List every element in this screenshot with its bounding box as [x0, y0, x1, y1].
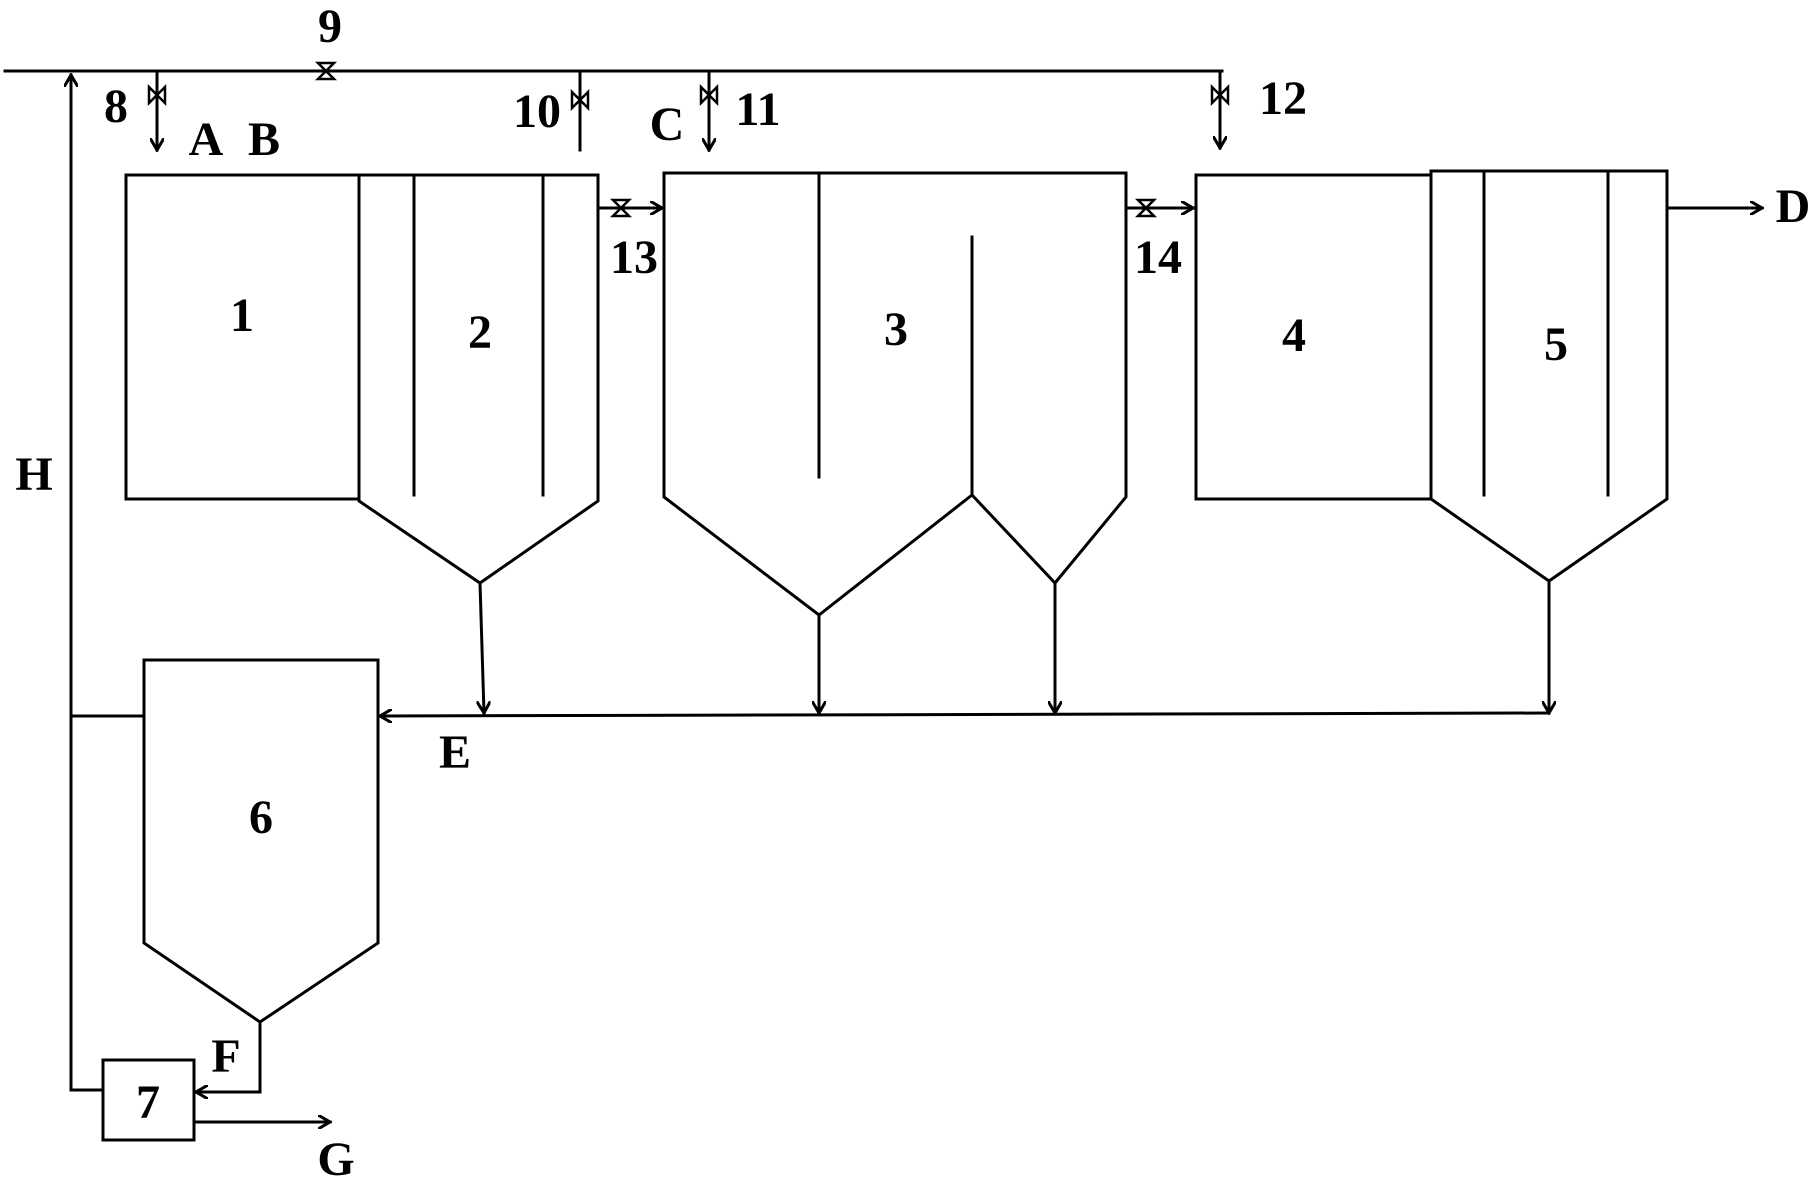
label-unit-3: 3 [884, 303, 908, 356]
label-valve-12: 12 [1259, 72, 1307, 125]
label-unit-7: 7 [136, 1076, 160, 1129]
unit-7 [101, 1058, 196, 1142]
label-valve-13: 13 [610, 231, 658, 284]
label-stream-g: G [317, 1133, 354, 1180]
tank-4 [1194, 173, 1433, 501]
label-valve-9: 9 [318, 0, 342, 53]
tank-2 [357, 173, 600, 585]
label-valve-10: 10 [513, 85, 561, 138]
tank-6 [142, 658, 380, 1024]
label-stream-f: F [211, 1030, 240, 1083]
label-valve-8: 8 [104, 80, 128, 133]
label-unit-6: 6 [249, 791, 273, 844]
tank-3 [662, 171, 1128, 617]
label-unit-1: 1 [230, 289, 254, 342]
sludge-drop-2 [480, 581, 484, 713]
label-valve-14: 14 [1134, 231, 1182, 284]
label-unit-4: 4 [1282, 309, 1306, 362]
label-valve-11: 11 [735, 83, 780, 136]
sludge-collector-e [380, 713, 1551, 716]
label-unit-2: 2 [468, 306, 492, 359]
label-stream-a: A [189, 113, 224, 166]
label-stream-c: C [650, 98, 685, 151]
label-stream-e: E [439, 726, 471, 779]
label-stream-d: D [1776, 180, 1811, 233]
label-unit-5: 5 [1544, 318, 1568, 371]
tank-5 [1429, 169, 1669, 583]
label-stream-b: B [248, 113, 280, 166]
label-stream-h: H [15, 448, 52, 501]
